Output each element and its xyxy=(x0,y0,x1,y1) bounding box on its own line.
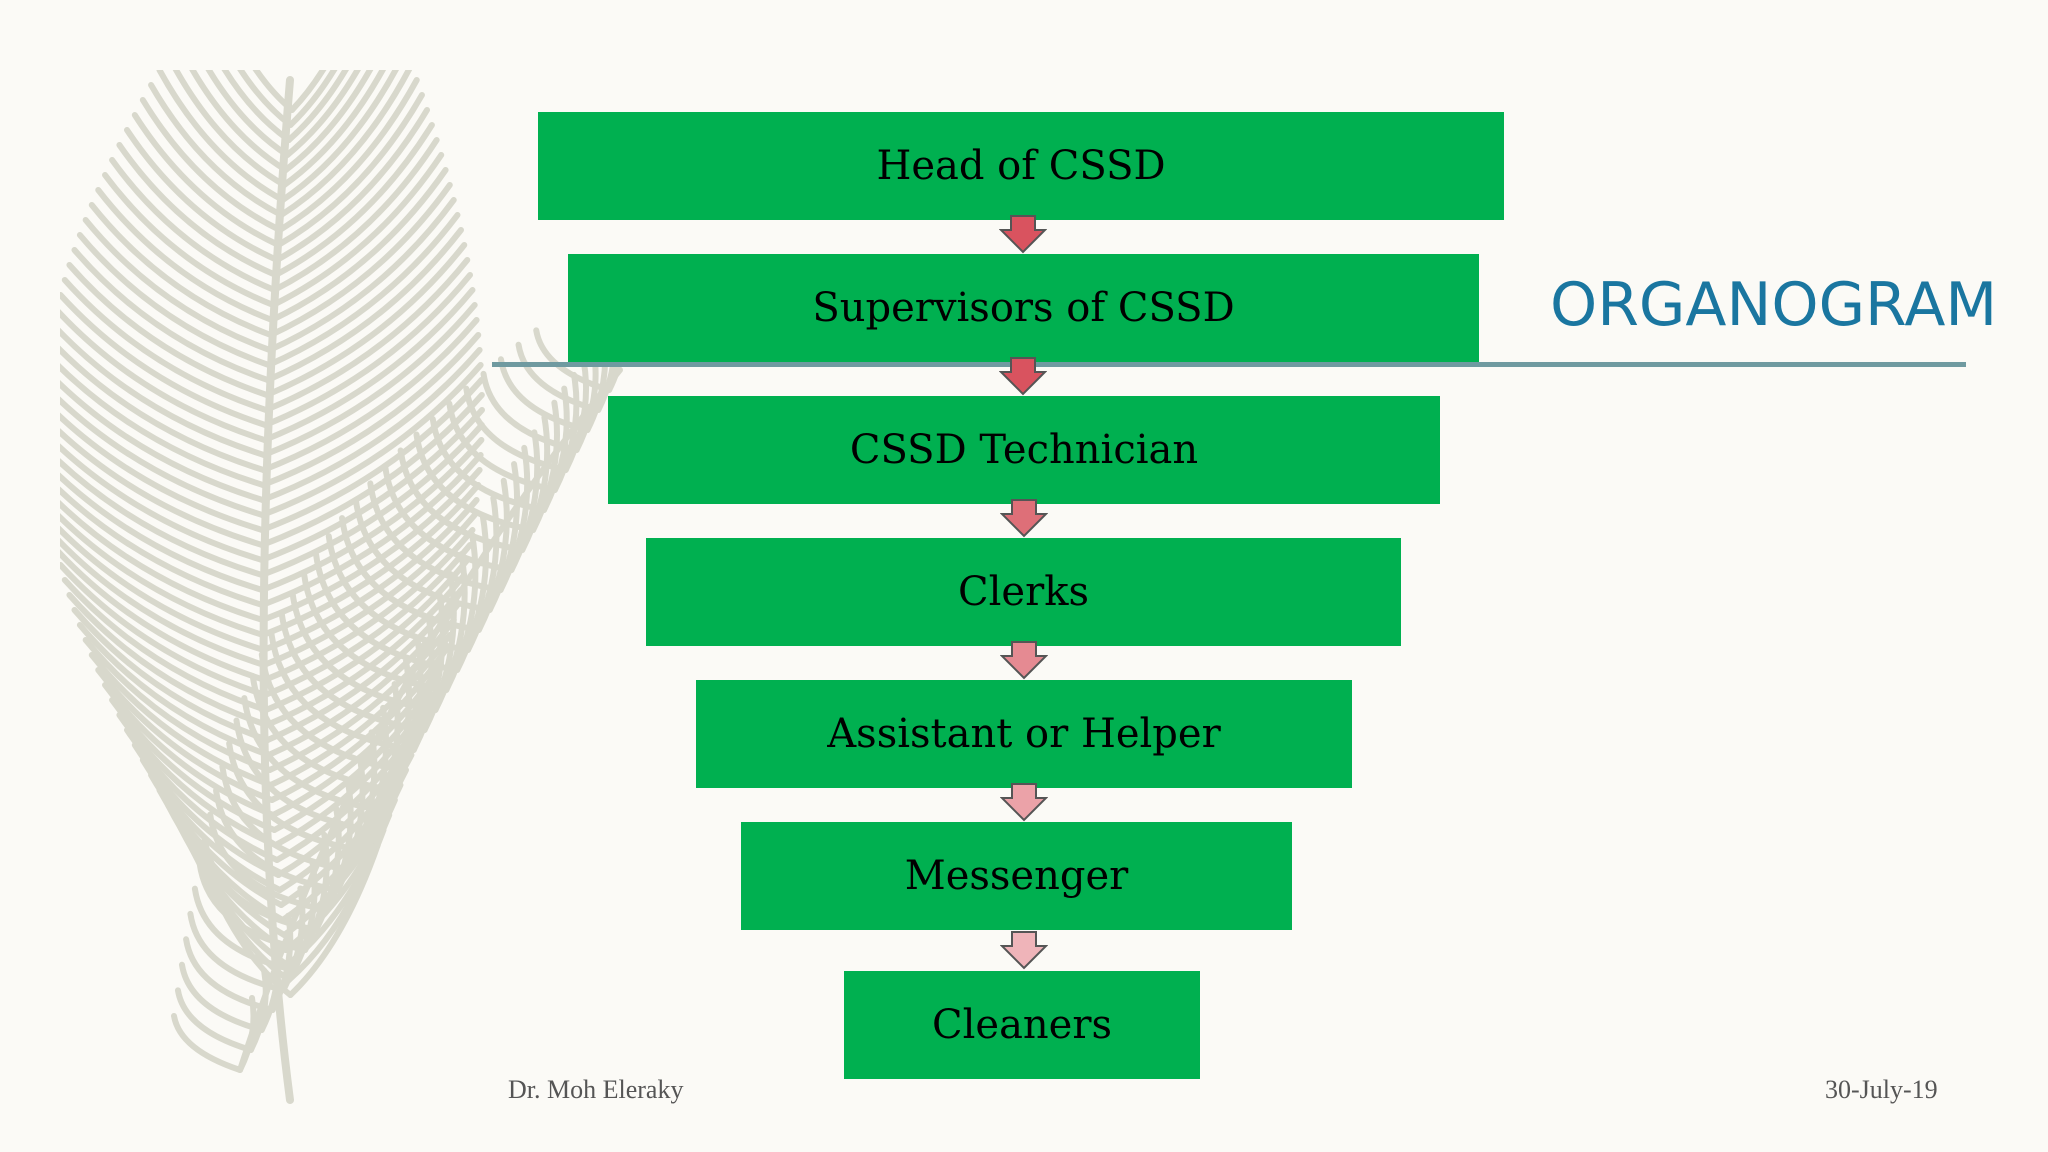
level-label: Messenger xyxy=(904,853,1129,899)
level-box-technician: CSSD Technician xyxy=(608,396,1440,504)
level-box-head: Head of CSSD xyxy=(538,112,1504,220)
level-label: CSSD Technician xyxy=(849,427,1199,473)
level-box-messenger: Messenger xyxy=(741,822,1292,930)
footer-author: Dr. Moh Eleraky xyxy=(508,1075,684,1104)
level-label: Assistant or Helper xyxy=(827,711,1221,757)
down-arrow-icon xyxy=(1000,783,1048,822)
down-arrow-icon xyxy=(999,357,1047,396)
down-arrow-icon xyxy=(1000,931,1048,970)
slide-title: ORGANOGRAM xyxy=(1550,270,1998,340)
level-label: Supervisors of CSSD xyxy=(812,285,1235,331)
down-arrow-icon xyxy=(1000,641,1048,680)
level-label: Cleaners xyxy=(932,1002,1112,1048)
footer-date: 30-July-19 xyxy=(1825,1075,1938,1104)
level-box-supervisors: Supervisors of CSSD xyxy=(568,254,1479,362)
down-arrow-icon xyxy=(1000,499,1048,538)
level-box-assistant: Assistant or Helper xyxy=(696,680,1352,788)
down-arrow-icon xyxy=(999,215,1047,254)
feather-icon xyxy=(60,70,627,1104)
level-label: Clerks xyxy=(958,569,1089,615)
level-label: Head of CSSD xyxy=(876,143,1166,189)
title-divider xyxy=(492,362,1966,367)
level-box-clerks: Clerks xyxy=(646,538,1401,646)
level-box-cleaners: Cleaners xyxy=(844,971,1200,1079)
